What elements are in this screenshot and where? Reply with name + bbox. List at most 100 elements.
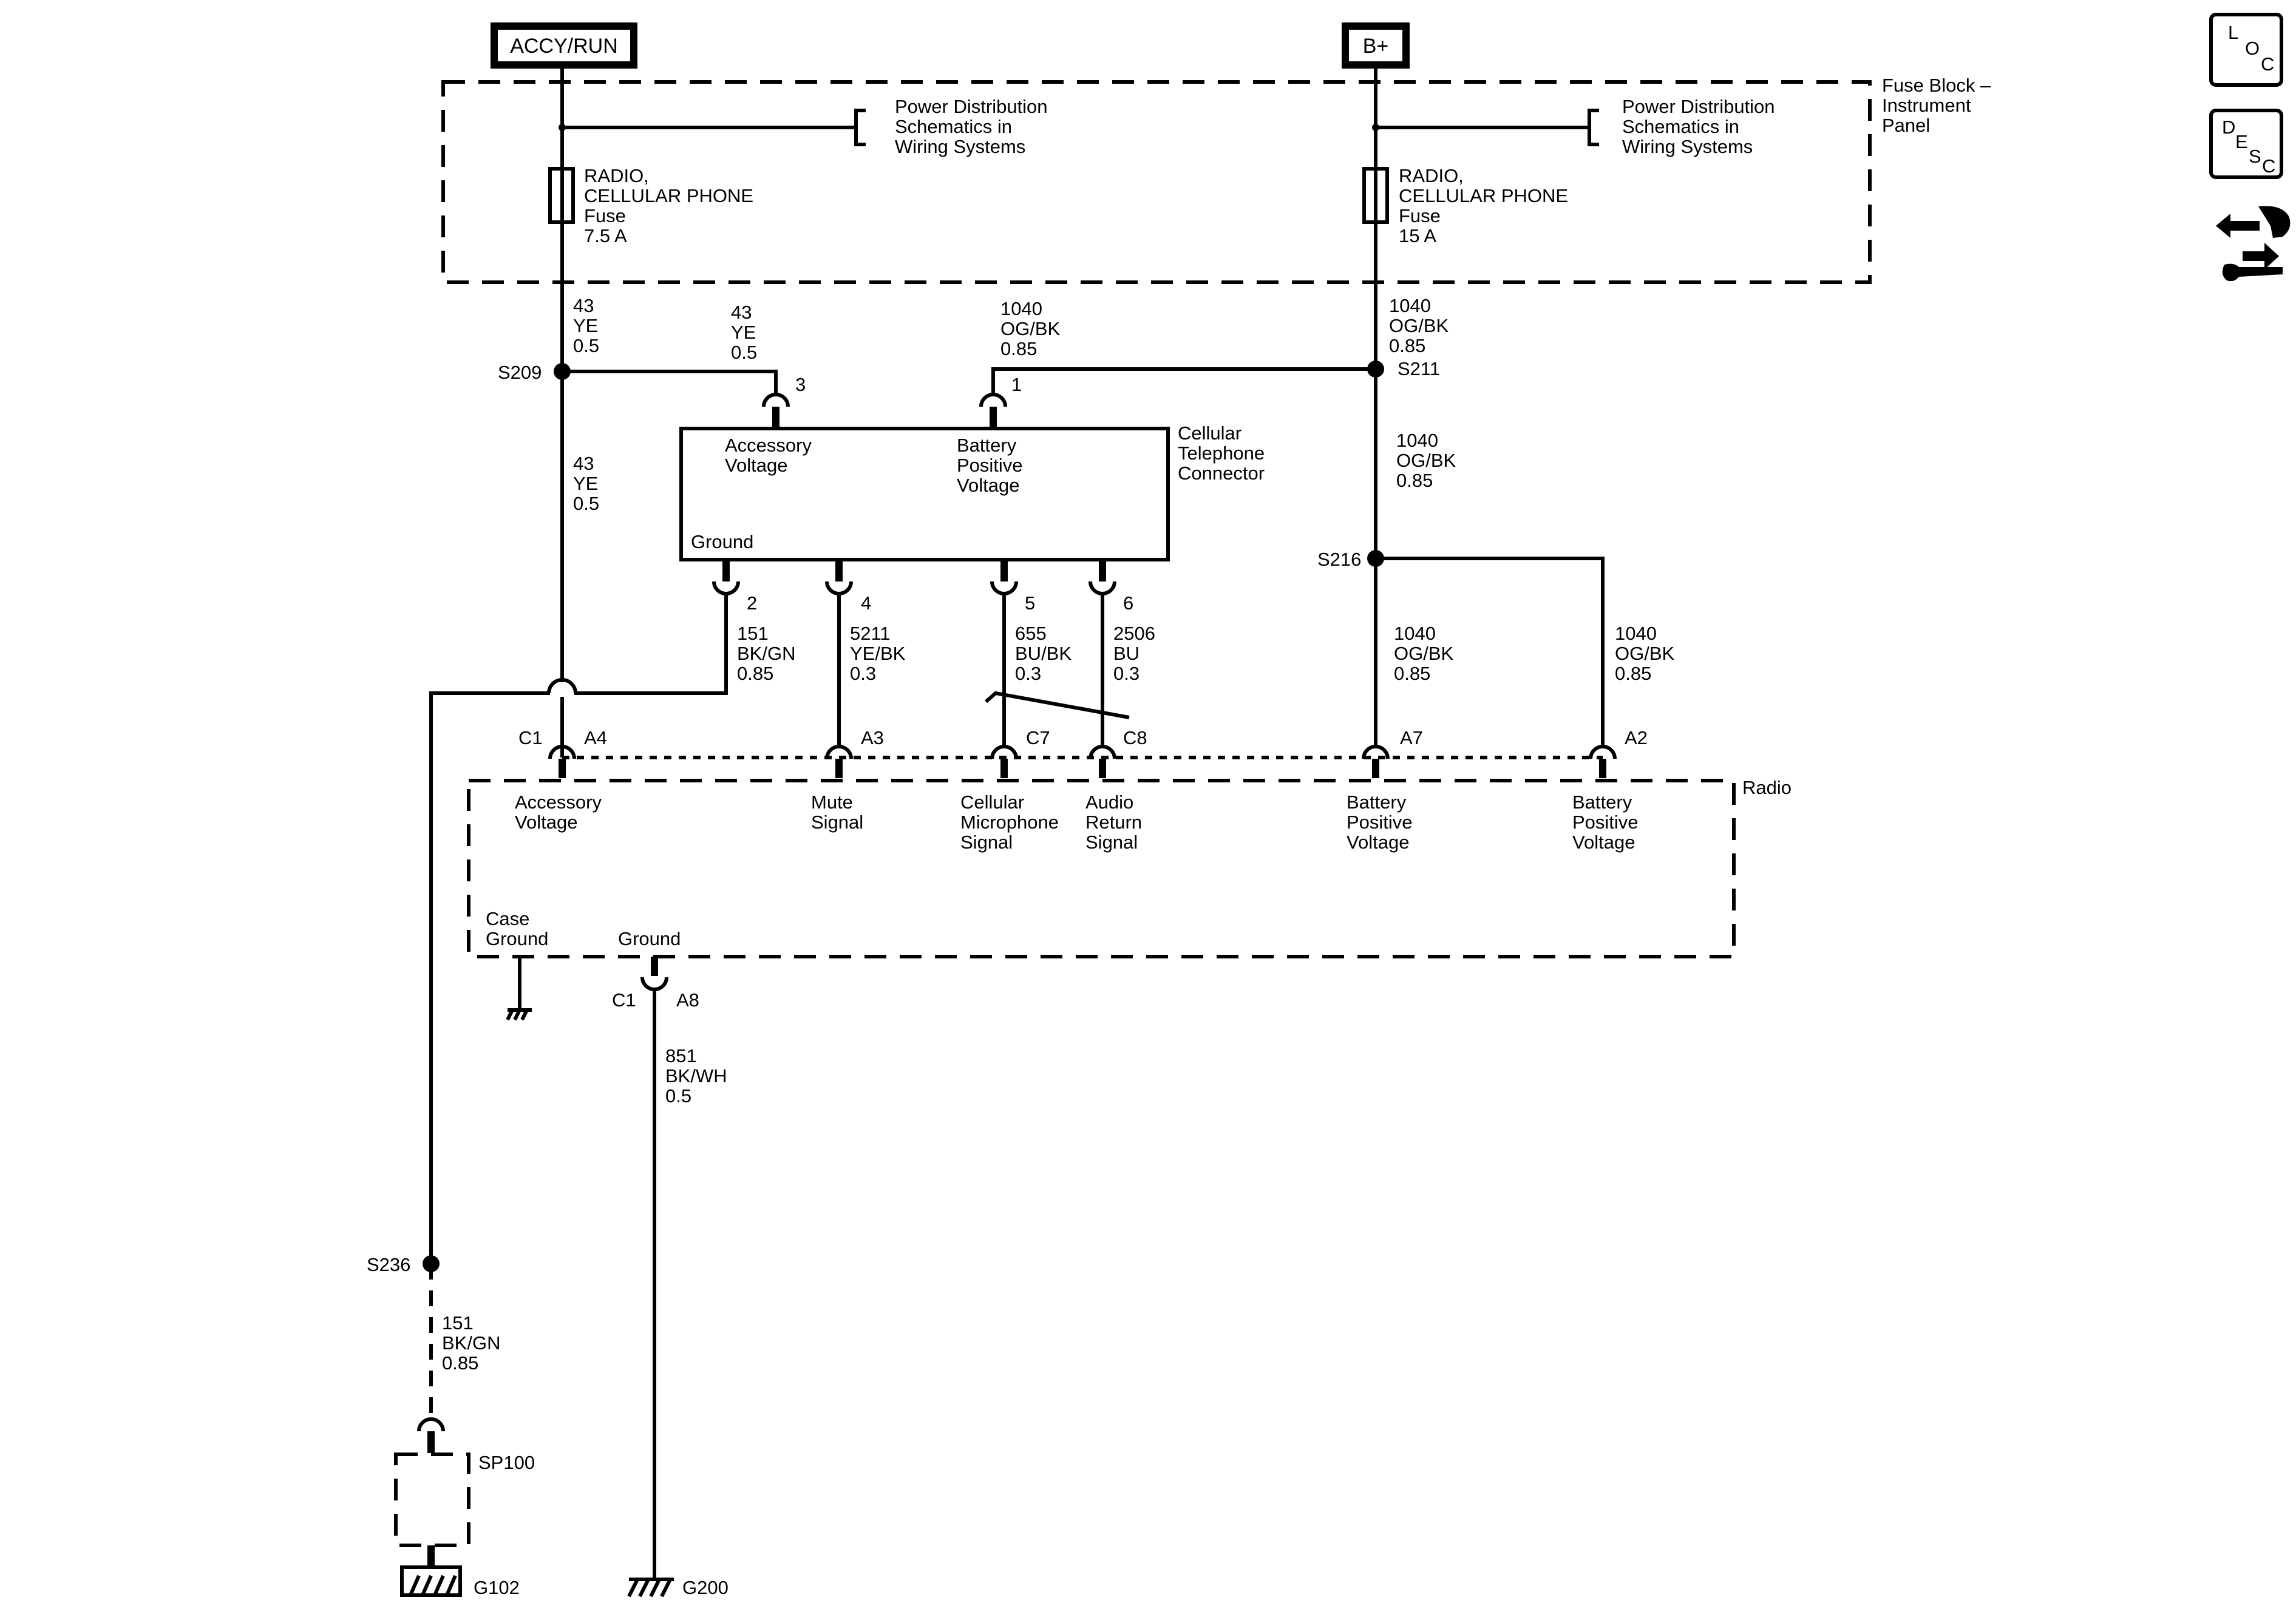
case-ground-icon xyxy=(506,958,532,1021)
radio-pin-a4: A4 xyxy=(584,727,607,748)
svg-text:Fuse: Fuse xyxy=(584,205,626,226)
svg-text:Schematics in: Schematics in xyxy=(1622,116,1739,137)
svg-text:Signal: Signal xyxy=(811,812,863,833)
cell-pin-3: 3 xyxy=(795,374,806,395)
cell-battery-positive-voltage-label: Battery Positive Voltage xyxy=(957,435,1023,496)
ground-g200-label: G200 xyxy=(682,1577,729,1598)
fuse-block-label: Fuse Block – Instrument Panel xyxy=(1882,75,1991,136)
cell-accessory-voltage-label: Accessory Voltage xyxy=(725,435,812,476)
power-distribution-ref-left: Power Distribution Schematics in Wiring … xyxy=(895,96,1048,157)
svg-text:0.85: 0.85 xyxy=(737,663,773,684)
loc-icon[interactable]: L O C xyxy=(2209,13,2283,87)
svg-text:RADIO,: RADIO, xyxy=(1399,165,1464,186)
radio-audio-return-signal-label: Audio Return Signal xyxy=(1085,792,1142,853)
b-plus-label: B+ xyxy=(1363,35,1389,58)
cell-pin-2: 2 xyxy=(747,592,757,614)
radio-pin-a2-terminal xyxy=(1589,745,1617,778)
radio-connector-c1-label: C1 xyxy=(518,727,543,748)
svg-text:2506: 2506 xyxy=(1113,623,1155,644)
svg-text:0.85: 0.85 xyxy=(1396,470,1433,491)
svg-text:Battery: Battery xyxy=(957,435,1017,456)
svg-text:Mute: Mute xyxy=(811,792,853,813)
svg-text:BK/GN: BK/GN xyxy=(737,643,795,664)
g102-ground-icon xyxy=(400,1565,462,1597)
svg-text:BK/WH: BK/WH xyxy=(665,1065,727,1086)
sp100-terminal xyxy=(417,1417,445,1453)
svg-text:Signal: Signal xyxy=(1085,832,1138,853)
svg-text:7.5 A: 7.5 A xyxy=(584,225,627,246)
radio-pin-a2: A2 xyxy=(1625,727,1648,748)
radio-cellular-microphone-signal-label: Cellular Microphone Signal xyxy=(960,792,1059,853)
svg-text:Wiring Systems: Wiring Systems xyxy=(895,136,1025,157)
fuse-right-label: RADIO, CELLULAR PHONE Fuse 15 A xyxy=(1399,165,1568,246)
radio-pin-c8-terminal xyxy=(1089,745,1116,778)
svg-text:851: 851 xyxy=(665,1045,697,1066)
svg-text:OG/BK: OG/BK xyxy=(1396,450,1456,471)
splice-pack-sp100-label: SP100 xyxy=(478,1452,535,1473)
radio-battery-positive-voltage-a2-label: Battery Positive Voltage xyxy=(1572,792,1639,853)
wire-151-ground xyxy=(429,595,728,1264)
svg-text:CELLULAR PHONE: CELLULAR PHONE xyxy=(584,185,753,206)
svg-text:Accessory: Accessory xyxy=(515,792,602,813)
cell-pin-4-terminal xyxy=(825,560,853,595)
radio-connector-c1-ground-label: C1 xyxy=(612,989,636,1011)
svg-text:0.85: 0.85 xyxy=(1000,338,1037,359)
wire-label-1040-a2: 1040 OG/BK 0.85 xyxy=(1615,623,1675,684)
wire-label-151: 151 BK/GN 0.85 xyxy=(737,623,795,684)
svg-text:Fuse Block –: Fuse Block – xyxy=(1882,75,1991,96)
radio-ground-label: Ground xyxy=(618,928,681,949)
wrench-arrows-icon[interactable] xyxy=(2216,206,2291,282)
ground-g102-label: G102 xyxy=(474,1577,520,1598)
svg-text:1040: 1040 xyxy=(1000,298,1042,319)
cell-pin-2-terminal xyxy=(712,560,740,595)
svg-text:0.85: 0.85 xyxy=(1615,663,1651,684)
cell-pin-6-terminal xyxy=(1089,560,1116,595)
cell-pin-5: 5 xyxy=(1025,592,1035,614)
radio-pin-a8-terminal xyxy=(640,957,668,991)
svg-text:Positive: Positive xyxy=(1347,812,1413,833)
g200-ground-icon xyxy=(627,1578,674,1598)
radio-enclosure xyxy=(467,779,1736,958)
wire-label-43-mid: 43 YE 0.5 xyxy=(573,453,599,514)
svg-text:Audio: Audio xyxy=(1085,792,1133,813)
wire-label-1040-a7: 1040 OG/BK 0.85 xyxy=(1394,623,1454,684)
svg-text:Ground: Ground xyxy=(486,928,548,949)
fuse-block-enclosure xyxy=(441,80,1872,284)
fuse-right-icon xyxy=(1362,167,1389,224)
svg-text:151: 151 xyxy=(737,623,769,644)
svg-text:OG/BK: OG/BK xyxy=(1000,318,1061,339)
cellular-connector-label: Cellular Telephone Connector xyxy=(1178,422,1265,484)
radio-case-ground-label: Case Ground xyxy=(486,908,548,949)
svg-text:Battery: Battery xyxy=(1572,792,1632,813)
svg-text:OG/BK: OG/BK xyxy=(1615,643,1675,664)
splice-s209-label: S209 xyxy=(498,362,542,383)
svg-text:Signal: Signal xyxy=(960,832,1013,853)
desc-icon[interactable]: D E S C xyxy=(2209,109,2283,179)
wire-label-5211: 5211 YE/BK 0.3 xyxy=(850,623,906,684)
svg-text:Return: Return xyxy=(1085,812,1142,833)
svg-text:BK/GN: BK/GN xyxy=(442,1332,500,1354)
svg-text:C: C xyxy=(2262,155,2275,177)
wire-label-2506: 2506 BU 0.3 xyxy=(1113,623,1155,684)
svg-text:1040: 1040 xyxy=(1394,623,1436,644)
fuse-left-icon xyxy=(548,167,575,224)
svg-text:0.5: 0.5 xyxy=(573,493,599,514)
radio-battery-positive-voltage-a7-label: Battery Positive Voltage xyxy=(1347,792,1413,853)
radio-accessory-voltage-label: Accessory Voltage xyxy=(515,792,602,833)
wire-1040-to-a2 xyxy=(1376,557,1605,748)
splice-pack-sp100 xyxy=(394,1453,470,1547)
svg-text:5211: 5211 xyxy=(850,623,891,644)
power-distribution-ref-right: Power Distribution Schematics in Wiring … xyxy=(1622,96,1775,157)
twisted-pair-indicator xyxy=(985,691,1130,719)
radio-pin-c8: C8 xyxy=(1123,727,1147,748)
svg-text:E: E xyxy=(2235,131,2248,152)
svg-text:0.3: 0.3 xyxy=(1113,663,1140,684)
svg-text:0.85: 0.85 xyxy=(442,1352,478,1374)
svg-text:YE: YE xyxy=(731,322,756,343)
svg-text:RADIO,: RADIO, xyxy=(584,165,649,186)
svg-text:0.5: 0.5 xyxy=(665,1085,691,1107)
svg-text:Instrument: Instrument xyxy=(1882,95,1971,116)
svg-text:0.5: 0.5 xyxy=(731,342,757,363)
svg-text:D: D xyxy=(2222,117,2235,138)
svg-text:Connector: Connector xyxy=(1178,463,1265,484)
